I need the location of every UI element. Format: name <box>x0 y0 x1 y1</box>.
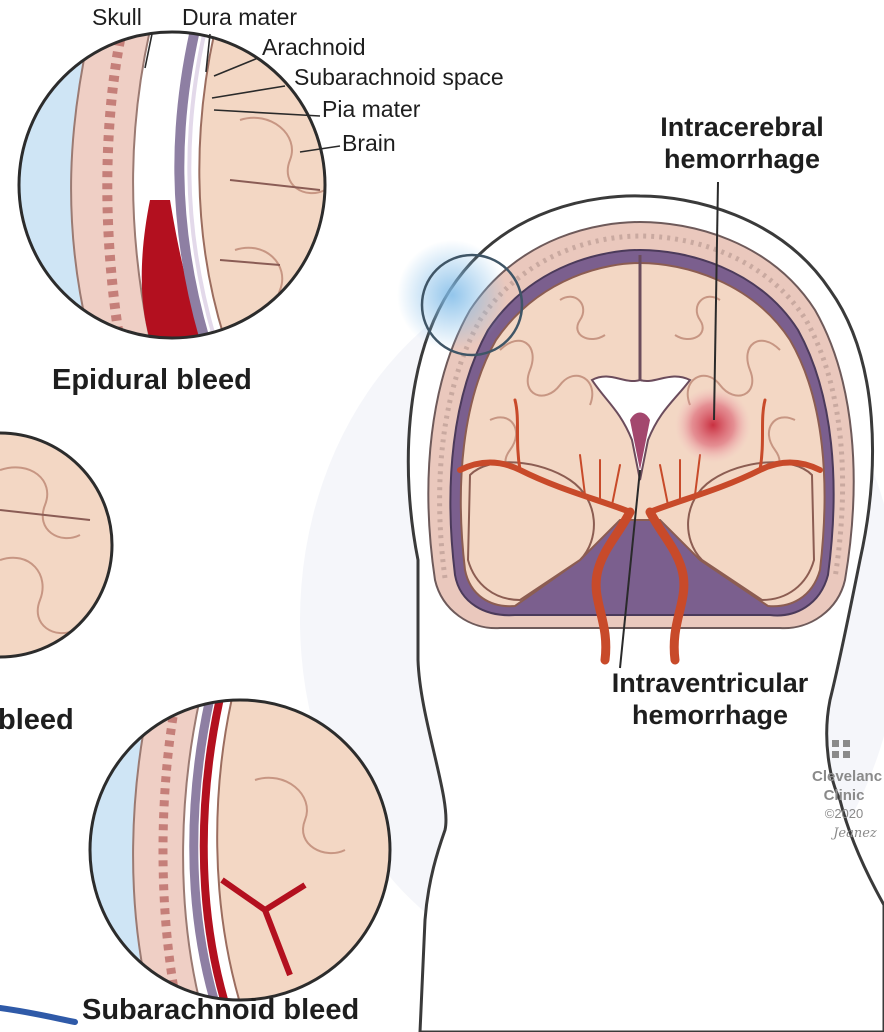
watermark-year: ©2020 <box>812 806 876 821</box>
arachnoid-label: Arachnoid <box>262 34 366 61</box>
subdural-bleed-title: bleed <box>0 704 74 737</box>
intracerebral-label-line2: hemorrhage <box>612 144 872 175</box>
epidural-inset <box>15 30 335 340</box>
subdural-inset <box>0 430 112 660</box>
dura-mater-label: Dura mater <box>182 4 297 31</box>
head-coronal-section <box>397 182 884 1032</box>
cleveland-clinic-logo-icon <box>830 738 852 760</box>
intraventricular-label-line2: hemorrhage <box>540 700 880 731</box>
subarachnoid-bleed-title: Subarachnoid bleed <box>82 994 359 1027</box>
skull-label: Skull <box>92 4 142 31</box>
intracerebral-bleed <box>675 387 751 463</box>
epidural-region-glow <box>397 240 507 350</box>
blue-pointer-stroke <box>0 1008 75 1022</box>
epidural-bleed-title: Epidural bleed <box>52 364 252 397</box>
brain-label: Brain <box>342 130 396 157</box>
watermark-line1: Clevelanc <box>812 768 884 785</box>
intracerebral-label-line1: Intracerebral <box>612 112 872 143</box>
intraventricular-label-line1: Intraventricular <box>540 668 880 699</box>
watermark-line2: Clinic <box>812 787 876 804</box>
subarachnoid-inset <box>88 698 393 1003</box>
subarachnoid-space-label: Subarachnoid space <box>294 64 504 91</box>
artist-signature: Jeanez <box>830 826 880 841</box>
pia-mater-label: Pia mater <box>322 96 420 123</box>
